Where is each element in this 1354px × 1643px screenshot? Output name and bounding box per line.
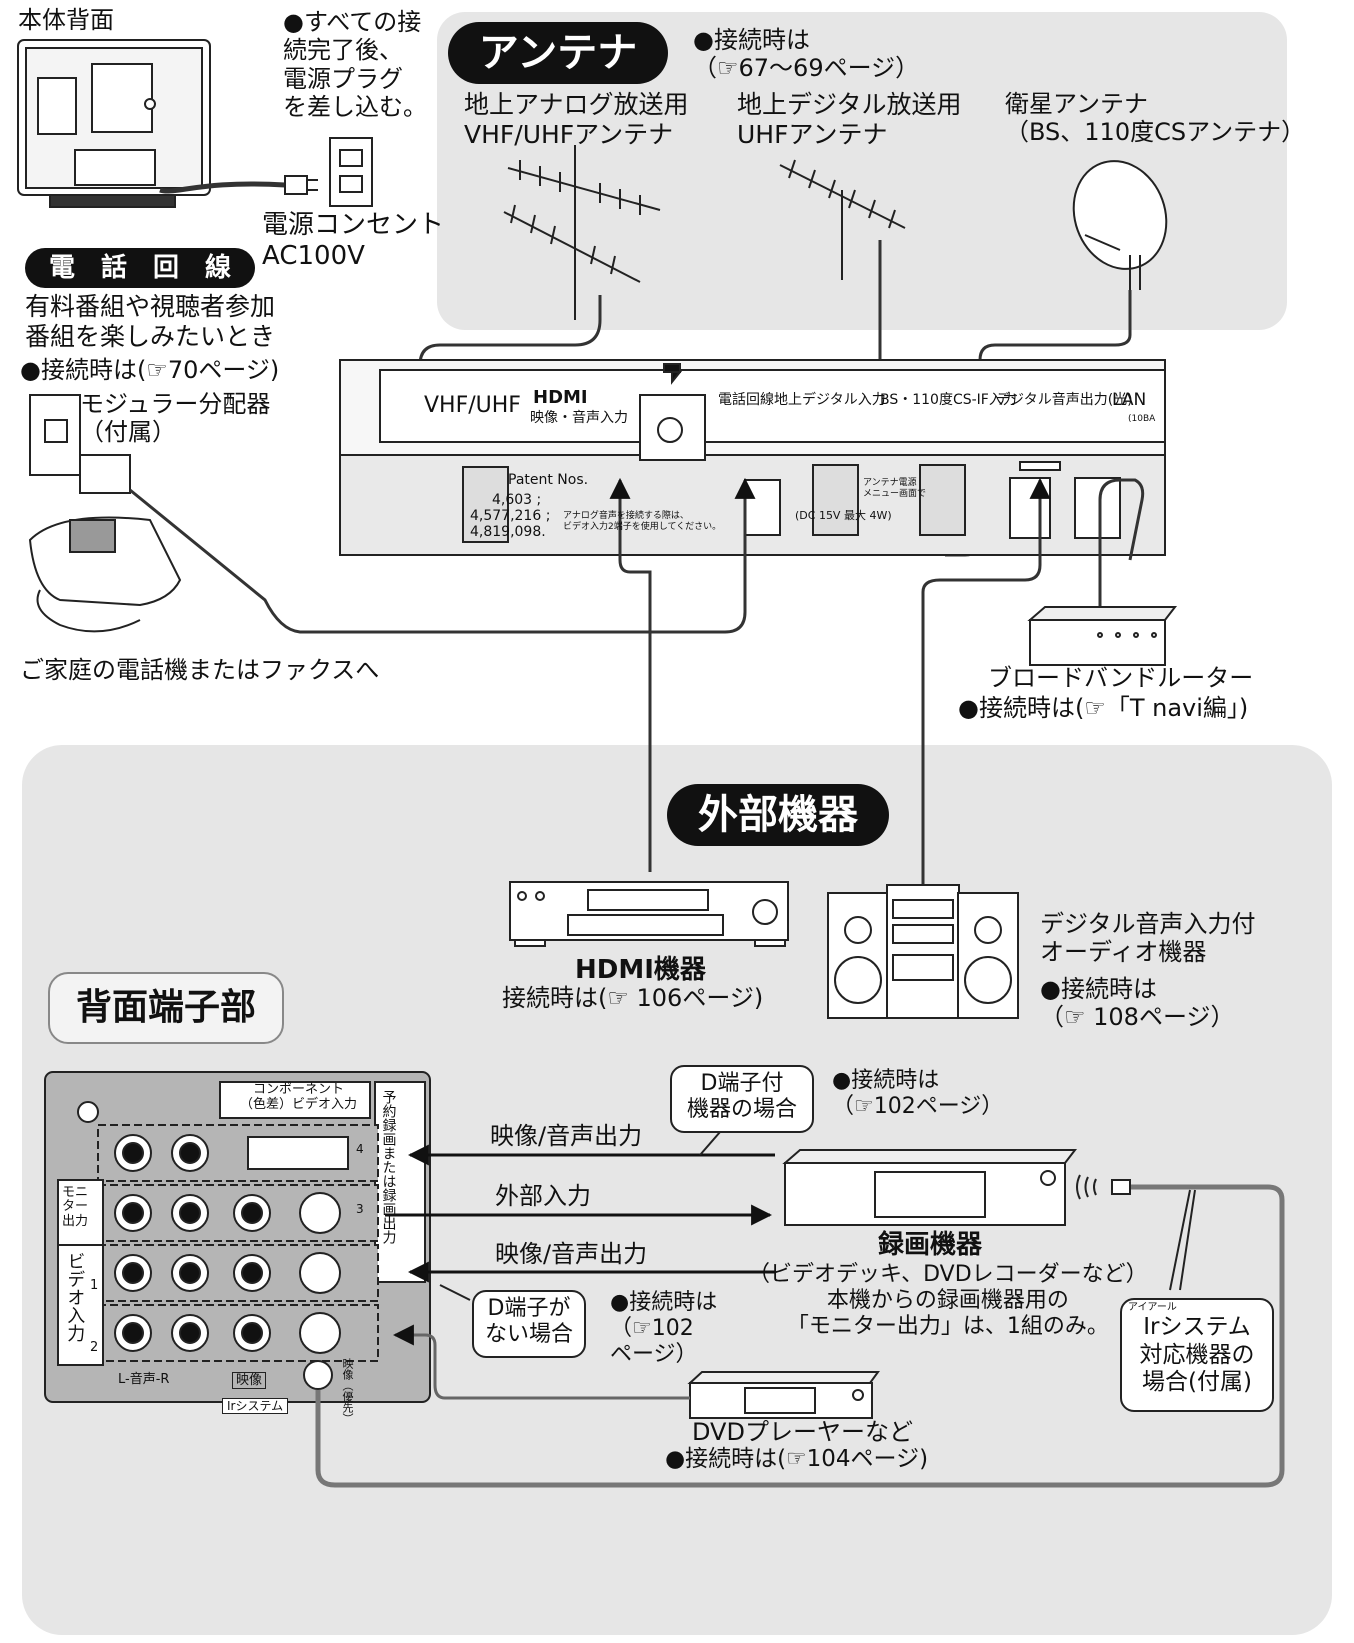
d-terminal-callout: D端子付 機器の場合 — [670, 1065, 814, 1133]
component-label: コンポーネント （色差）ビデオ入力 — [240, 1082, 358, 1113]
satellite-dish-icon — [1072, 160, 1168, 290]
ir-system-label: Irシステム — [222, 1398, 289, 1415]
audio-system-icon — [827, 884, 1019, 1019]
ir-system-callout: アイアール Irシステム 対応機器の 場合(付属) — [1120, 1298, 1274, 1412]
dvd-ref: ●接続時は(☞104ページ) — [665, 1446, 929, 1472]
reserve-label: 予約録画または録画出力 — [380, 1090, 397, 1244]
patent-line-3: 4,819,098. — [470, 524, 546, 540]
dvd-player-icon — [687, 1371, 880, 1419]
panel-label-bs-cs: BS・110度CS-IF入力 — [880, 392, 1017, 408]
lan-cable — [1098, 478, 1145, 607]
hdmi-cable — [609, 477, 652, 872]
optical-cable — [921, 477, 1051, 885]
jack-note: 映像（優先） — [340, 1358, 354, 1424]
vhf-uhf-antenna-icon — [503, 145, 661, 320]
audio-device-ref: ●接続時は （☞ 108ページ） — [1040, 975, 1235, 1032]
rear-view-label: 本体背面 — [18, 6, 114, 34]
power-cord — [159, 181, 286, 194]
output-label-2: 映像/音声出力 — [495, 1240, 648, 1268]
analog-antenna-label: 地上アナログ放送用 VHF/UHFアンテナ — [464, 90, 689, 149]
ir-callout-text: Irシステム 対応機器の 場合(付属) — [1139, 1314, 1255, 1396]
outlet-label: 電源コンセント AC100V — [262, 210, 445, 271]
wall-outlet-icon — [329, 137, 373, 207]
phone-line-tag: 電 話 回 線 — [25, 248, 255, 288]
recorder-icon — [782, 1149, 1078, 1226]
external-input-label: 外部入力 — [495, 1182, 591, 1210]
dvd-label: DVDプレーヤーなど — [692, 1418, 913, 1446]
video-in-label: ビデオ入力 — [64, 1252, 86, 1342]
d-callout-pointer — [699, 1131, 721, 1156]
rca-jacks — [114, 1134, 341, 1354]
antenna-ref: ●接続時は （☞67～69ページ） — [693, 26, 920, 83]
rear-panel-strip — [339, 359, 1166, 556]
dvd-cable — [392, 1324, 690, 1400]
hdmi-logo: HDMI — [533, 387, 588, 408]
panel-label-optical: デジタル音声出力(光) — [996, 392, 1133, 408]
splitter-label: モジュラー分配器 （付属） — [80, 390, 271, 447]
phone-cable — [129, 477, 756, 634]
panel-label-lan: LAN — [1112, 390, 1147, 410]
power-plug-icon — [284, 175, 318, 195]
audio-device-label: デジタル音声入力付 オーディオ機器 — [1040, 910, 1256, 967]
patent-line-1: 4,603 ; — [492, 492, 542, 508]
tv-rear-thumbnail — [17, 39, 211, 208]
panel-label-av-input: 映像・音声入力 — [530, 410, 628, 426]
hdmi-device-ref: 接続時は(☞ 106ページ) — [502, 984, 764, 1012]
digital-antenna-label: 地上デジタル放送用 UHFアンテナ — [737, 90, 962, 149]
router-icon — [1027, 606, 1178, 666]
d-terminal-ref: ●接続時は （☞102ページ） — [832, 1068, 1004, 1119]
video-jack-label: 映像 — [232, 1372, 267, 1390]
recorder-desc: （ビデオデッキ、DVDレコーダーなど） 本機からの録画機器用の 「モニター出力」… — [748, 1262, 1148, 1339]
external-devices-tag: 外部機器 — [667, 784, 889, 846]
uhf-antenna-icon — [779, 159, 906, 280]
hdmi-device-icon — [509, 881, 789, 947]
ir-emitter-icon — [1111, 1179, 1131, 1195]
patent-title: Patent Nos. — [508, 472, 589, 488]
phone-desc: 有料番組や視聴者参加 番組を楽しみたいとき — [25, 292, 276, 351]
patent-line-2: 4,577,216 ; — [470, 508, 551, 524]
ir-ruby: アイアール — [1128, 1302, 1177, 1313]
no-d-terminal-ref: ●接続時は （☞102 ページ） — [610, 1290, 718, 1367]
ir-cable — [315, 1184, 1285, 1488]
audio-jack-label: L-音声-R — [118, 1372, 170, 1387]
ir-callout-pointer — [1169, 1189, 1196, 1291]
no-d-callout-pointer — [439, 1284, 471, 1301]
rear-terminals-tag: 背面端子部 — [48, 972, 284, 1044]
antenna-power-note: アンテナ電源 メニュー画面で — [863, 478, 927, 499]
hdmi-device-label: HDMI機器 — [575, 955, 706, 985]
ir-signal-icon — [1076, 1174, 1097, 1200]
router-label: ブロードバンドルーター — [988, 664, 1254, 692]
row-number-4: 4 — [356, 1142, 364, 1156]
telephone-icon — [28, 516, 182, 633]
row-number-2: 2 — [90, 1340, 99, 1355]
plug-note: ●すべての接 続完了後、 電源プラグ を差し込む。 — [283, 8, 427, 121]
panel-label-vhf: VHF/UHF — [424, 393, 521, 418]
recorder-name: 録画機器 — [878, 1230, 983, 1260]
satellite-antenna-label: 衛星アンテナ （BS、110度CSアンテナ） — [1005, 90, 1306, 147]
panel-label-phone: 電話回線 — [718, 392, 774, 408]
row-number-3: 3 — [356, 1202, 364, 1216]
analog-audio-note: アナログ音声を接続する際は、 ビデオ入力2端子を使用してください。 — [563, 511, 722, 532]
to-phone-label: ご家庭の電話機またはファクスへ — [20, 656, 380, 684]
phone-jack-icon — [29, 394, 131, 494]
panel-lan-small: (10BA — [1128, 414, 1156, 424]
router-ref: ●接続時は(☞「T navi編」) — [958, 694, 1249, 722]
monitor-out-label: モニター出力 — [62, 1185, 89, 1229]
dc-label: (DC 15V 最大 4W) — [795, 509, 892, 522]
output-label-1: 映像/音声出力 — [490, 1122, 643, 1150]
antenna-tag: アンテナ — [448, 22, 668, 84]
row-number-1: 1 — [90, 1278, 99, 1293]
panel-label-terrestrial: 地上デジタル入力 — [774, 392, 886, 408]
rear-terminal-panel — [44, 1071, 431, 1403]
no-d-terminal-callout: D端子が ない場合 — [472, 1290, 586, 1358]
phone-ref: ●接続時は(☞70ページ) — [20, 356, 280, 384]
